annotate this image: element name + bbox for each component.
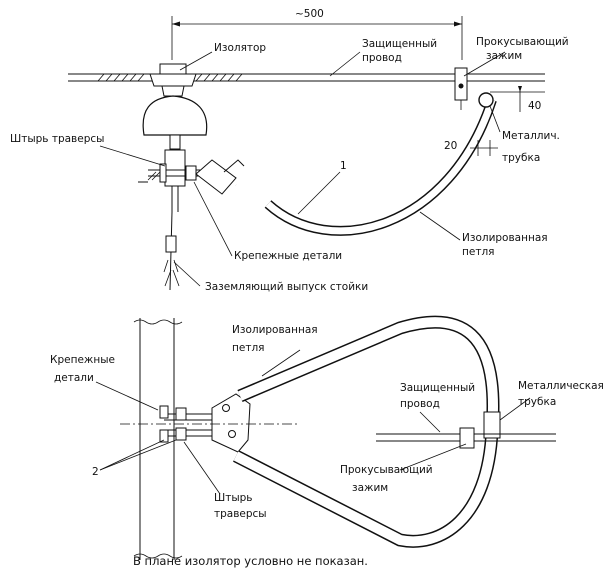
traverse-pin-label-top: Штырь траверсы [10,133,105,145]
callout-2: 2 [92,466,99,478]
metal-tube-label-plan-1: Металлическая [518,380,604,392]
protected-wire-plan [376,427,556,449]
metal-tube-label-plan-2: трубка [518,396,557,408]
dim-40-label: 40 [528,100,542,112]
dimension-label: ~500 [295,8,324,20]
protected-wire-label-top-1: Защищенный [362,38,438,50]
piercing-clamp-label-top-2: зажим [486,50,523,62]
dimension-500 [171,16,463,60]
fasteners-label-top: Крепежные детали [234,250,343,262]
insulated-loop-label-top-2: петля [462,246,495,258]
protected-wire-label-plan-2: провод [400,398,440,410]
traverse-pin-label-plan-1: Штырь [214,492,253,504]
traverse-pin-assembly [138,149,200,291]
insulated-loop-label-plan-2: петля [232,342,265,354]
protected-wire-label-top-2: провод [362,52,402,64]
dim-20-label: 20 [444,140,458,152]
piercing-clamp-label-plan-2: зажим [352,482,389,494]
fasteners-label-plan-2: детали [54,372,94,384]
insulated-loop-plan [211,315,501,548]
leaders-top [99,51,506,287]
dimension-40-20 [470,86,545,156]
grounding-outlet-label: Заземляющий выпуск стойки [205,281,369,293]
piercing-clamp-label-top-1: Прокусывающий [476,36,569,48]
insulated-loop-top [195,92,497,236]
traverse-pin-plan [159,405,212,443]
metal-tube-label-top-2: трубка [502,152,541,164]
insulator-label: Изолятор [214,42,267,54]
piercing-clamp-label-plan-1: Прокусывающий [340,464,433,476]
pole-post [133,318,183,560]
protected-wire-top [68,73,545,82]
footnote: В плане изолятор условно не показан. [133,554,368,568]
fasteners-label-plan-1: Крепежные [50,354,115,366]
traverse-pin-label-plan-2: траверсы [214,508,267,520]
protected-wire-label-plan-1: Защищенный [400,382,476,394]
callout-1: 1 [340,160,347,172]
insulator-body [142,63,208,150]
insulated-loop-label-plan-1: Изолированная [232,324,318,336]
metal-tube-label-top-1: Металлич. [502,130,560,142]
insulated-loop-label-top-1: Изолированная [462,232,548,244]
piercing-clamp-top [454,67,468,110]
leaders-plan [95,349,531,495]
